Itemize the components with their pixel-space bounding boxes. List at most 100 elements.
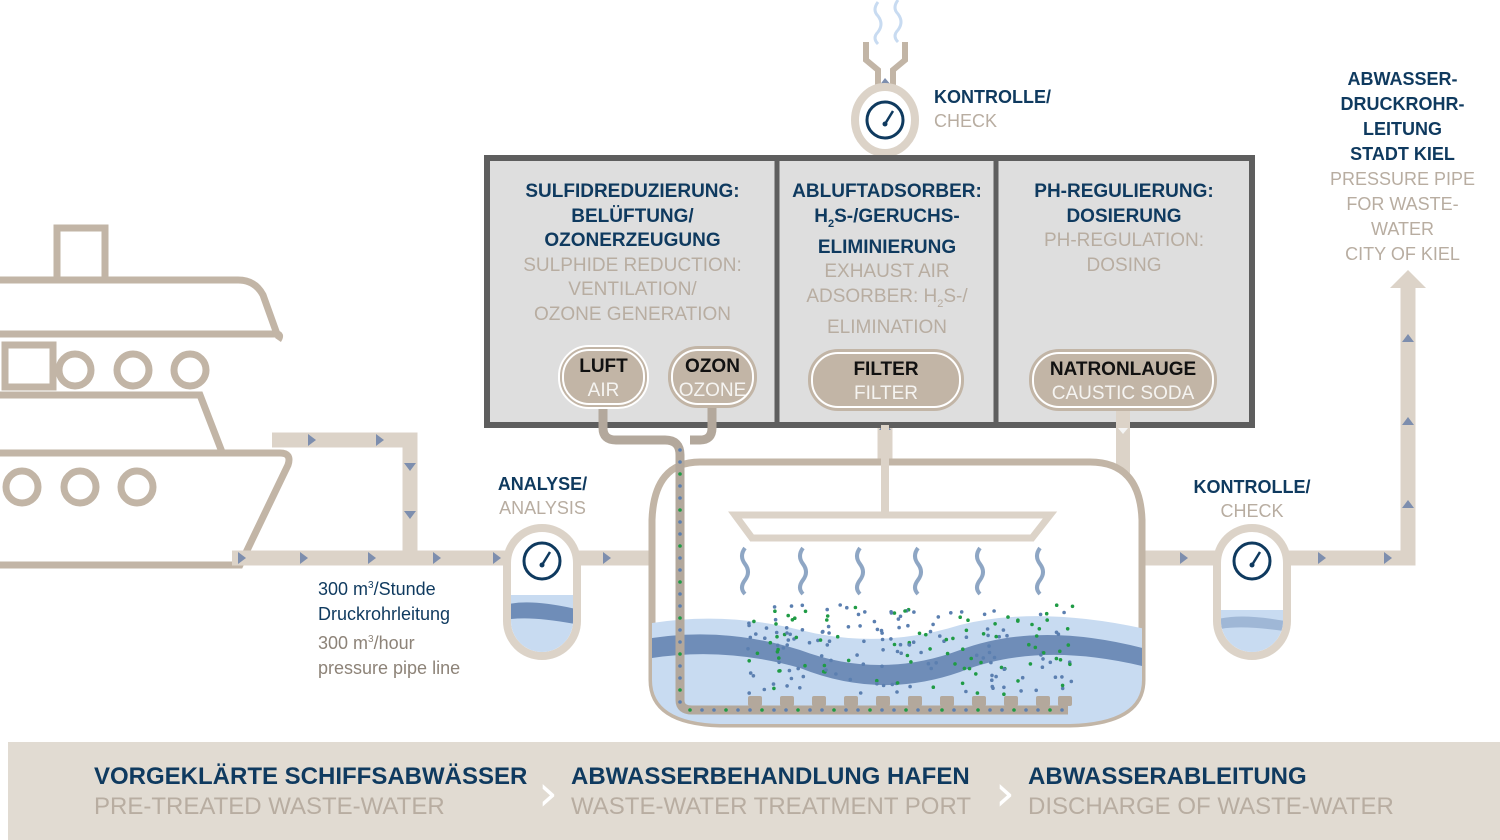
- bubble-dot: [945, 651, 950, 656]
- pipe-note: 300 m3/Stunde Druckrohrleitung 300 m3/ho…: [318, 573, 460, 681]
- bubble-dot: [861, 662, 866, 666]
- bubble-dot: [905, 653, 910, 658]
- bubble-dot: [960, 681, 965, 686]
- bubble-dot: [803, 609, 808, 614]
- bubble-dot: [981, 656, 986, 660]
- bubble-dot: [822, 663, 827, 668]
- bubble-dot: [880, 637, 885, 642]
- bubble-dot: [1002, 692, 1006, 696]
- box-sulfide-title: SULFIDREDUZIERUNG: BELÜFTUNG/ OZONERZEUG…: [490, 180, 775, 327]
- bubble-dot: [892, 611, 897, 615]
- bubble-dot: [1005, 633, 1009, 638]
- bubble-dot: [787, 668, 792, 673]
- pipe-dot: [678, 556, 682, 560]
- bubble-dot: [773, 617, 778, 622]
- box-ph-de-2: DOSIERUNG: [1066, 205, 1182, 227]
- pipe-dot: [772, 708, 776, 712]
- bubble-dot: [964, 635, 969, 639]
- bubble-dot: [754, 632, 758, 636]
- box-ph-en-2: DOSING: [1086, 254, 1162, 276]
- bubble-dot: [928, 647, 932, 651]
- bubble-dot: [856, 612, 861, 617]
- bubble-dot: [964, 628, 969, 633]
- bubble-dot: [746, 647, 750, 651]
- pipe-dot: [1012, 708, 1016, 712]
- bubble-dot: [895, 649, 900, 654]
- pipe-dot: [916, 708, 920, 712]
- bubble-dot: [981, 632, 986, 636]
- bubble-dot: [875, 627, 880, 632]
- pipe-dot: [678, 676, 682, 680]
- footer-chevron-2: ›: [995, 764, 1015, 822]
- bubble-dot: [747, 623, 751, 628]
- pipe-dot: [988, 708, 992, 712]
- footer-step-3: ABWASSERABLEITUNG DISCHARGE OF WASTE-WAT…: [1028, 763, 1394, 820]
- bubble-dot: [958, 615, 962, 619]
- bubble-dot: [781, 646, 786, 650]
- pipe-dot: [678, 640, 682, 644]
- bubble-dot: [909, 660, 913, 664]
- bubble-dot: [944, 637, 949, 642]
- bubble-dot: [824, 668, 828, 672]
- box-ph-title: PH-REGULIERUNG: DOSIERUNG PH-REGULATION:…: [999, 180, 1249, 278]
- bubble-dot: [949, 611, 953, 615]
- check-right-label: KONTROLLE/ CHECK: [1193, 477, 1311, 521]
- bubble-dot: [1054, 603, 1059, 607]
- pipe-note-de-1: 300 m3/Stunde: [318, 579, 436, 599]
- bubble-dot: [989, 660, 993, 665]
- ship-icon: [0, 224, 293, 569]
- bubble-dot: [796, 666, 800, 671]
- bubble-dot: [845, 605, 849, 610]
- destination-label: ABWASSER- DRUCKROHR- LEITUNG STADT KIEL …: [1329, 69, 1476, 264]
- vapor-icon: [740, 546, 1045, 596]
- bubble-dot: [898, 614, 903, 619]
- pipe-dot: [1048, 708, 1052, 712]
- aeration-pipe: [598, 405, 1068, 715]
- bubble-dot: [987, 650, 992, 655]
- pipe-note-en-1: 300 m3/hour: [318, 633, 415, 653]
- bubble-dot: [752, 619, 756, 624]
- pill-luft: [558, 345, 649, 409]
- pipe-dot: [678, 628, 682, 632]
- bubble-dot: [747, 691, 751, 695]
- bubble-dot: [875, 681, 879, 686]
- bubble-dot: [818, 638, 823, 642]
- pipe-dot: [678, 604, 682, 608]
- pipe-dot: [700, 708, 704, 712]
- bubble-dot: [931, 685, 936, 689]
- bubble-dot: [816, 638, 820, 643]
- bubble-dot: [784, 626, 789, 630]
- bubble-dot: [1041, 651, 1046, 655]
- pipe-dot: [678, 616, 682, 620]
- pipe-dot: [856, 708, 860, 712]
- bubble-dot: [820, 630, 825, 634]
- bubble-dot: [1070, 604, 1075, 609]
- bubble-dot: [1002, 667, 1007, 671]
- bubble-dot: [819, 654, 824, 658]
- pipe-dot: [678, 532, 682, 536]
- bubble-dot: [1045, 618, 1049, 622]
- pill-ozon: [668, 346, 757, 408]
- footer-step-1: VORGEKLÄRTE SCHIFFSABWÄSSER PRE-TREATED …: [94, 763, 528, 820]
- bubble-dot: [748, 635, 753, 640]
- bubble-dot: [895, 681, 900, 685]
- bubble-dot: [763, 636, 767, 640]
- bubble-dot: [772, 686, 776, 691]
- bubble-dot: [974, 653, 979, 658]
- bubble-dot: [924, 632, 928, 637]
- bubble-dot: [1033, 645, 1038, 650]
- pill-filter: [808, 349, 964, 411]
- bubble-dot: [794, 635, 799, 640]
- bubble-dot: [772, 605, 777, 609]
- bubble-dot: [896, 617, 901, 621]
- bubble-dot: [762, 687, 767, 692]
- bubble-dot: [964, 689, 968, 694]
- bubble-dot: [803, 663, 807, 668]
- bubble-dot: [1027, 642, 1031, 647]
- pipe-dot: [1000, 708, 1004, 712]
- box-ph-en-1: PH-REGULATION:: [1043, 230, 1205, 251]
- bubble-dot: [858, 624, 862, 628]
- box-exhaust-de-2: H2S-/GERUCHS-: [814, 205, 960, 230]
- bubble-dot: [827, 631, 831, 635]
